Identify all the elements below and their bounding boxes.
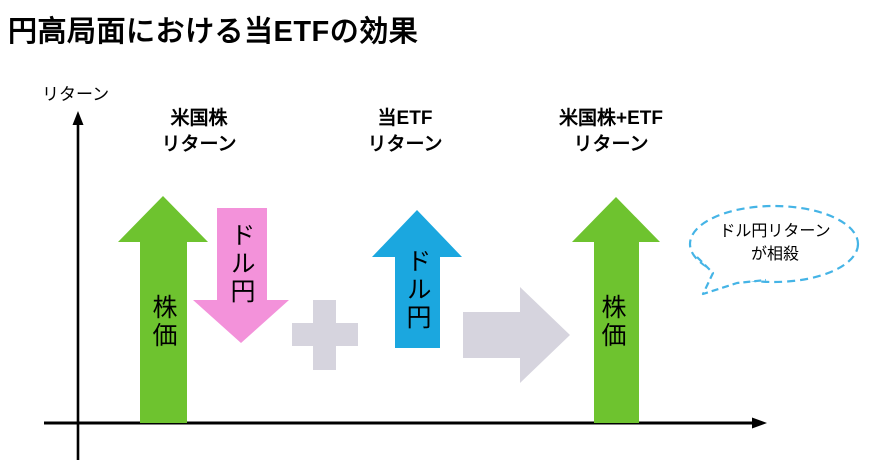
y-axis-label: リターン xyxy=(42,85,110,104)
column-header-line: 当ETF xyxy=(377,108,433,129)
column-header-line: リターン xyxy=(161,134,237,155)
etf-usdjpy-up-arrow-label: ドル円 xyxy=(403,248,431,332)
column-header-line: 米国株 xyxy=(170,108,228,129)
x-axis-arrowhead-icon xyxy=(752,417,767,429)
combined-stock-up-arrow-icon xyxy=(572,197,660,423)
page-title: 円高局面における当ETFの効果 xyxy=(8,16,419,48)
speech-bubble-text: ドル円リターン が相殺 xyxy=(694,220,856,266)
us-stock-up-arrow-icon xyxy=(118,196,208,423)
plus-icon xyxy=(292,300,358,370)
result-arrow-right-icon xyxy=(463,287,570,383)
column-header-us-stock: 米国株 リターン xyxy=(109,106,289,158)
column-header-etf: 当ETF リターン xyxy=(315,106,495,158)
column-header-line: リターン xyxy=(573,134,649,155)
column-header-us-stock-plus-etf: 米国株+ETF リターン xyxy=(501,106,721,158)
column-header-line: リターン xyxy=(367,134,443,155)
usdjpy-down-arrow-icon xyxy=(193,208,289,343)
speech-bubble-tail xyxy=(696,256,767,296)
speech-bubble-line: が相殺 xyxy=(750,246,799,263)
usdjpy-down-arrow-label: ドル円 xyxy=(227,222,255,306)
us-stock-arrow-label: 株価 xyxy=(149,294,177,350)
speech-bubble-line: ドル円リターン xyxy=(719,223,831,240)
speech-bubble-outline xyxy=(688,204,860,284)
column-header-line: 米国株+ETF xyxy=(559,108,663,129)
y-axis-arrowhead-icon xyxy=(72,111,84,125)
combined-stock-arrow-label: 株価 xyxy=(598,294,626,350)
etf-usdjpy-up-arrow-icon xyxy=(372,210,462,348)
